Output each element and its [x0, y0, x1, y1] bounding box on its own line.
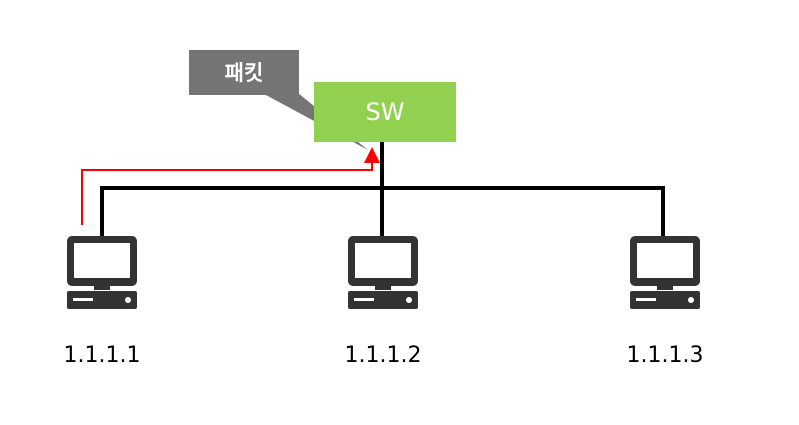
host-2-ip-label: 1.1.1.2 [345, 343, 422, 368]
host-2: 1.1.1.2 [345, 236, 422, 368]
network-links [100, 142, 665, 238]
callout-box [189, 50, 299, 95]
host-1: 1.1.1.1 [64, 236, 141, 368]
computer-icon [67, 236, 137, 309]
packet-path-arrow [81, 147, 380, 225]
switch-label: SW [366, 98, 405, 126]
computer-icon [348, 236, 418, 309]
computer-icon [630, 236, 700, 309]
callout-label: 패킷 [225, 61, 264, 85]
host-3-ip-label: 1.1.1.3 [627, 343, 704, 368]
switch-box [314, 82, 456, 142]
switch-node: SW [314, 82, 456, 142]
host-1-ip-label: 1.1.1.1 [64, 343, 141, 368]
host-3: 1.1.1.3 [627, 236, 704, 368]
